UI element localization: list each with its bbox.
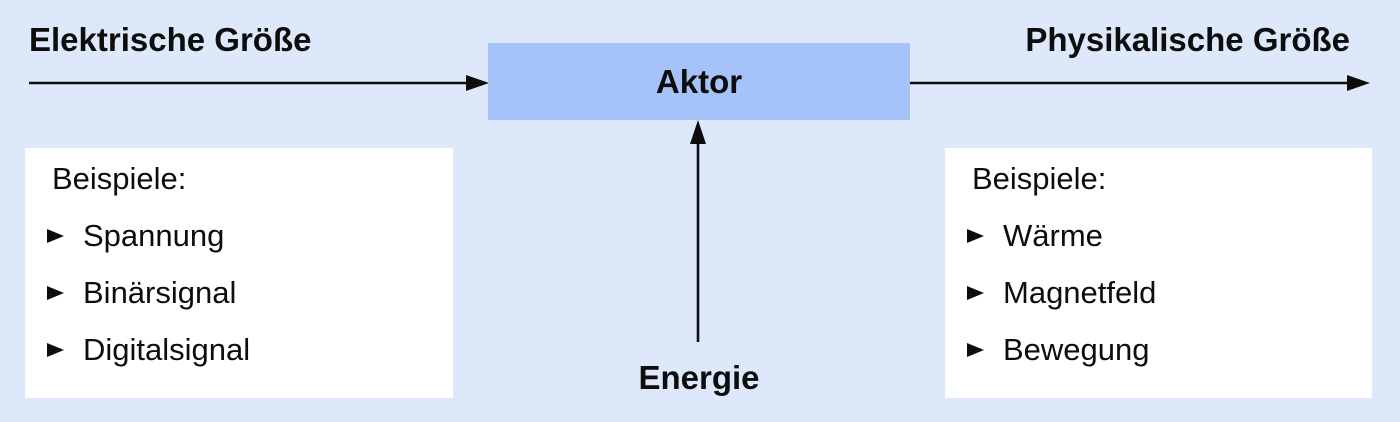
examples-panel-right: Beispiele: Wärme Magnetfeld Bewegung bbox=[945, 148, 1372, 398]
list-item-label: Digitalsignal bbox=[83, 332, 251, 367]
energy-label: Energie bbox=[638, 359, 760, 396]
input-quantity-label: Elektrische Größe bbox=[29, 21, 312, 58]
triangle-right-icon bbox=[47, 286, 64, 300]
output-arrow-right-icon bbox=[910, 75, 1370, 91]
list-item-label: Wärme bbox=[1003, 218, 1103, 253]
list-item: Digitalsignal bbox=[47, 331, 453, 369]
energy-arrow-up-icon bbox=[690, 120, 706, 342]
list-item: Bewegung bbox=[967, 331, 1372, 369]
list-item: Magnetfeld bbox=[967, 274, 1372, 312]
triangle-right-icon bbox=[967, 343, 984, 357]
list-item-label: Magnetfeld bbox=[1003, 275, 1157, 310]
list-item-label: Spannung bbox=[83, 218, 225, 253]
triangle-right-icon bbox=[967, 286, 984, 300]
triangle-right-icon bbox=[967, 229, 984, 243]
examples-heading-right: Beispiele: bbox=[972, 161, 1107, 196]
actuator-box: Aktor bbox=[488, 43, 910, 120]
list-item-label: Binärsignal bbox=[83, 275, 237, 310]
triangle-right-icon bbox=[47, 343, 64, 357]
triangle-right-icon bbox=[47, 229, 64, 243]
examples-heading-left: Beispiele: bbox=[52, 161, 187, 196]
actuator-box-label: Aktor bbox=[655, 62, 743, 100]
list-item: Wärme bbox=[967, 217, 1372, 255]
list-item: Spannung bbox=[47, 217, 453, 255]
examples-panel-left: Beispiele: Spannung Binärsignal Digitals… bbox=[25, 148, 453, 398]
list-item-label: Bewegung bbox=[1003, 332, 1150, 367]
input-arrow-right-icon bbox=[29, 75, 489, 91]
output-quantity-label: Physikalische Größe bbox=[1025, 21, 1350, 58]
list-item: Binärsignal bbox=[47, 274, 453, 312]
